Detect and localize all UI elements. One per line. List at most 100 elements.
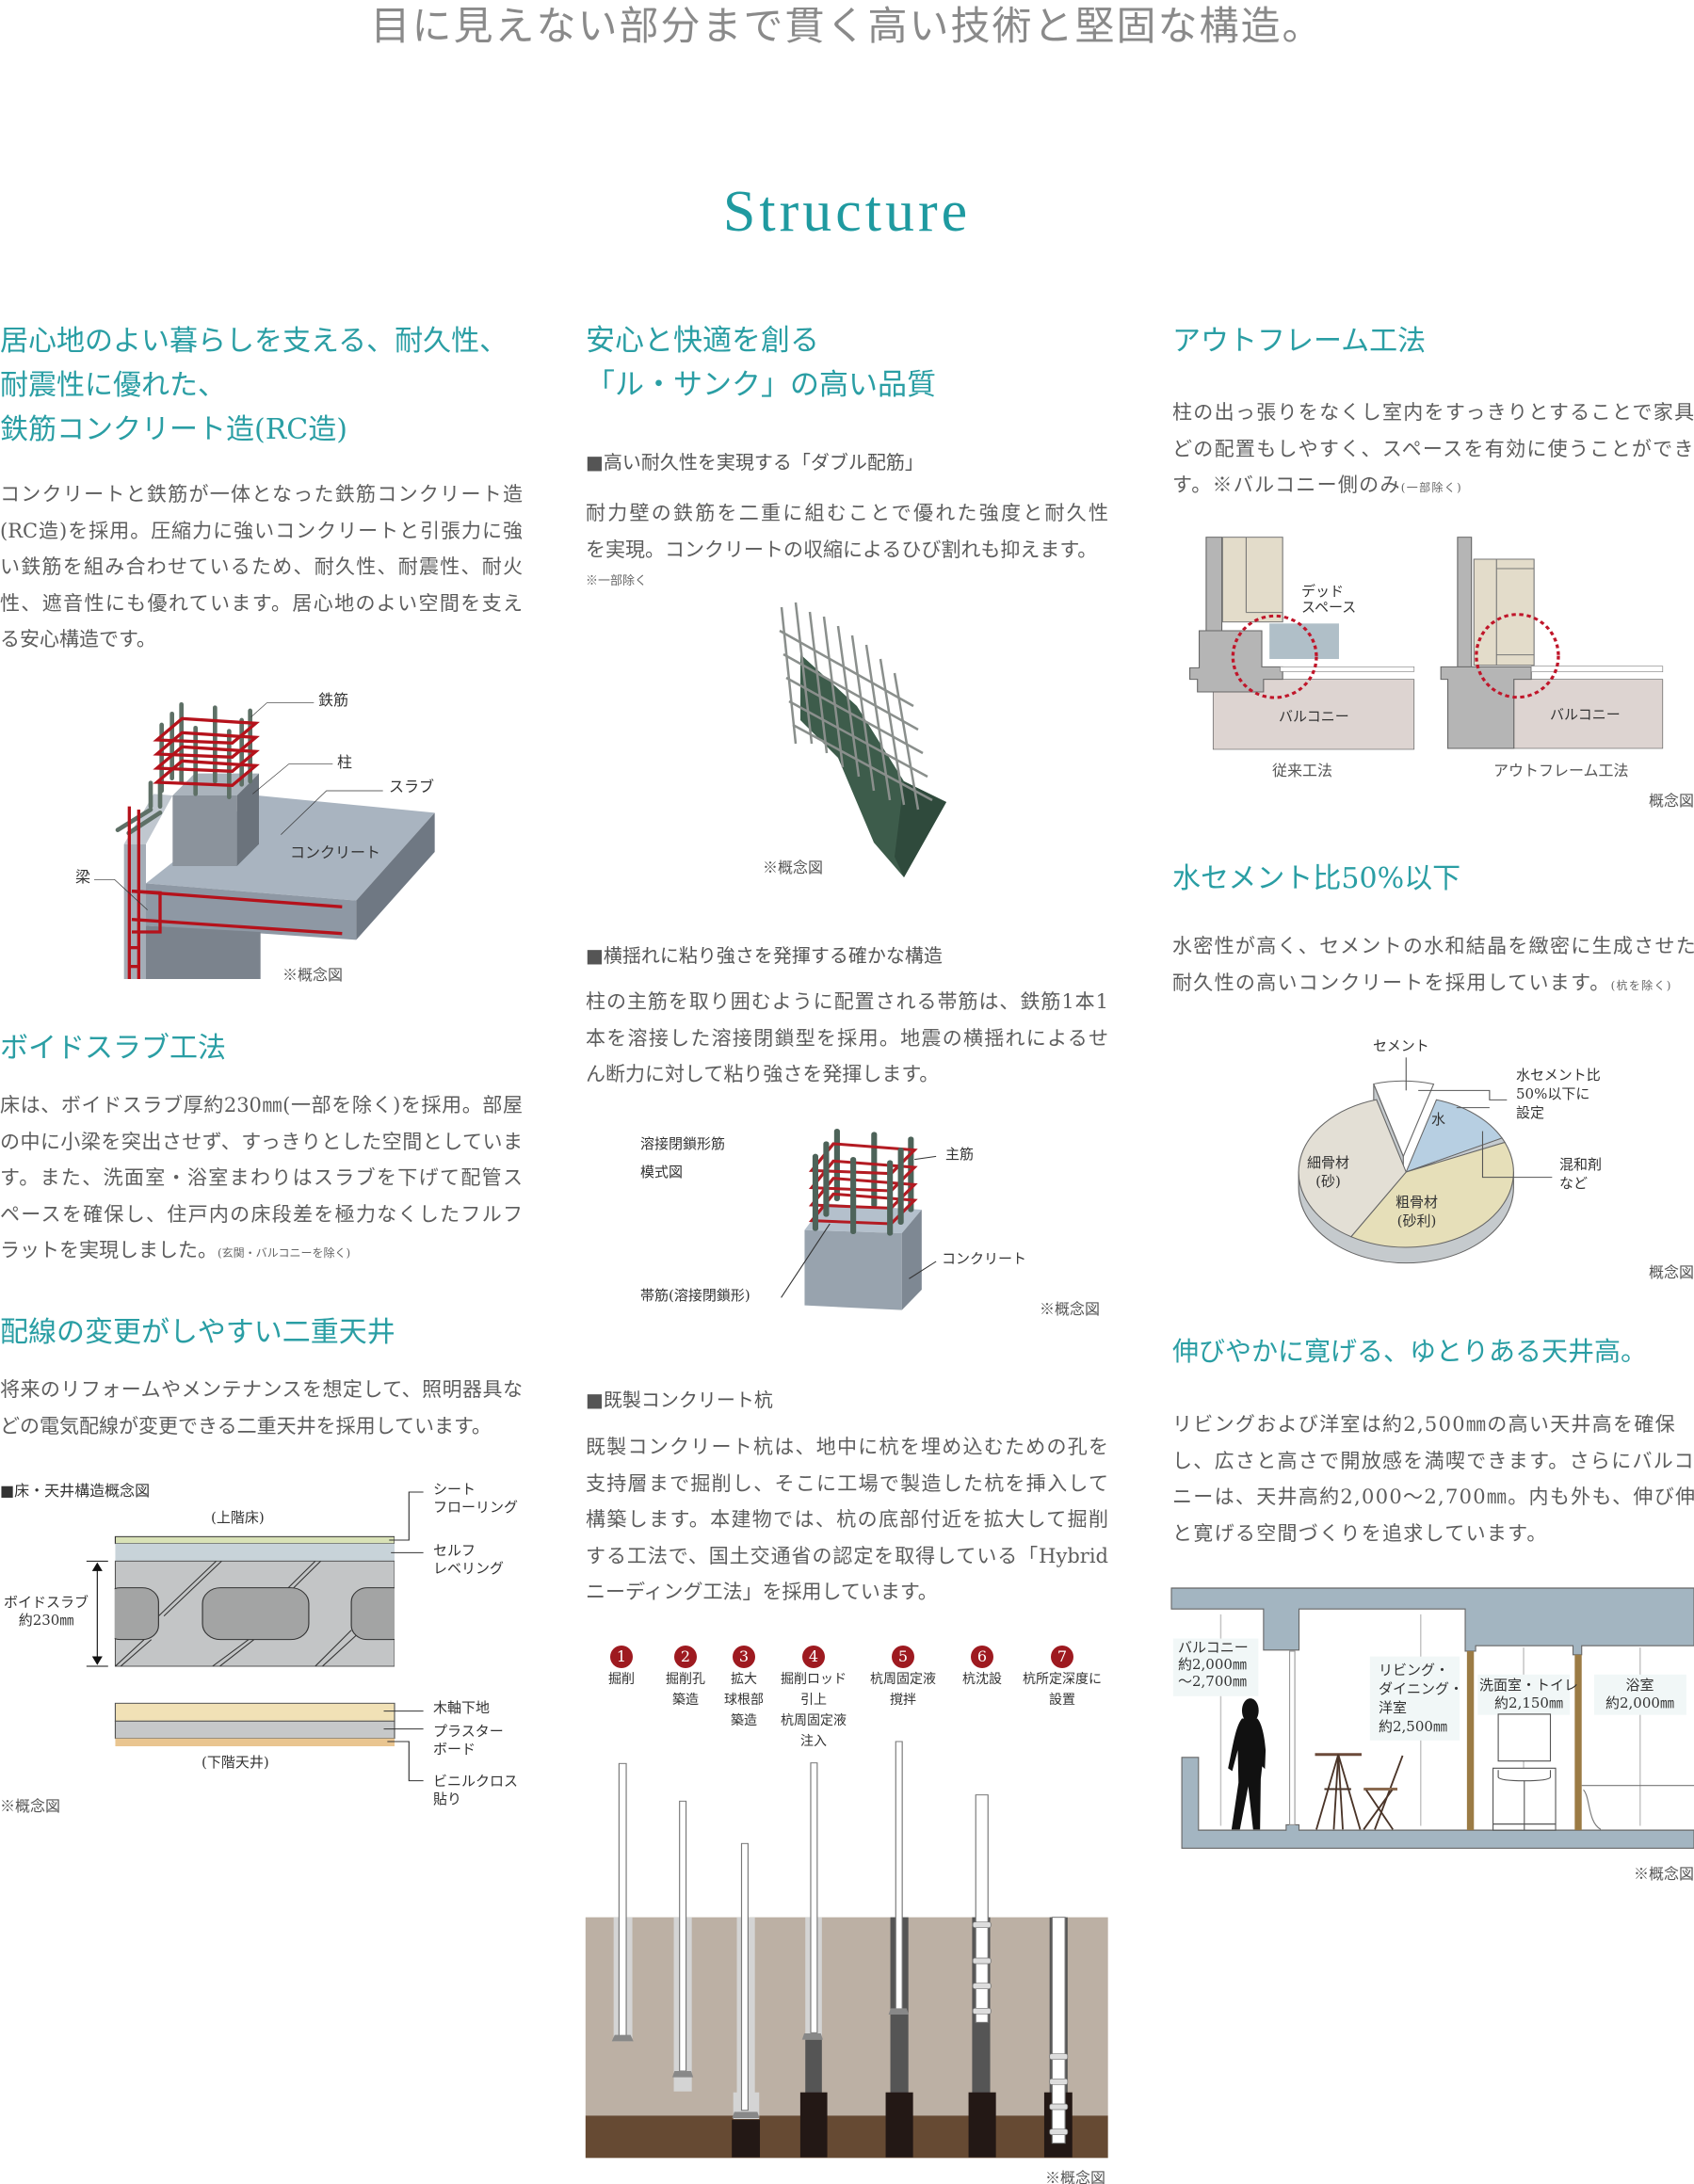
thickness-arrow <box>86 1560 108 1667</box>
step-label: 撹拌 <box>890 1693 916 1708</box>
self-leveling-layer <box>115 1543 395 1562</box>
plaster-board-layer <box>114 1720 395 1740</box>
step-label: 設置 <box>1049 1693 1075 1708</box>
pie-leader-lines <box>1405 1057 1553 1179</box>
text-line: セルフ <box>433 1542 476 1559</box>
pie-slice <box>1349 1141 1514 1248</box>
void-slab-body: 床は、ボイドスラブ厚約230㎜(一部を除く)を採用。部屋の中に小梁を突出させず、… <box>0 1087 523 1269</box>
outframe-method <box>1440 537 1664 749</box>
text-line: 性、遮音性にも優れています。居心地のよい空間を支え <box>0 591 523 615</box>
text-line: 約230㎜ <box>18 1612 74 1629</box>
step-label: 築造 <box>672 1693 699 1708</box>
label-outframe-method: アウトフレーム工法 <box>1493 762 1629 779</box>
text-line: ラットを実現しました。(玄関・バルコニーを除く) <box>0 1232 523 1269</box>
text-line: ニーは、天井高約2,000〜2,700㎜。内も外も、伸び伸び <box>1172 1485 1694 1508</box>
label-sheet-flooring: シートフローリング <box>433 1481 518 1517</box>
label-concrete: コンクリート <box>290 843 381 861</box>
wood-frame-layer <box>114 1702 395 1722</box>
wall <box>123 843 146 979</box>
void-slab-heading: ボイドスラブ工法 <box>0 1032 226 1065</box>
step-number-badge: 4 <box>802 1646 825 1668</box>
ceiling-height-body: リビングおよび洋室は約2,500㎜の高い天井高を確保し、広さと高さで開放感を満喫… <box>1172 1406 1694 1551</box>
label-self-leveling: セルフレベリング <box>433 1542 504 1578</box>
text-line: 約2,150㎜ <box>1494 1694 1563 1711</box>
text-line: 約2,000㎜ <box>1178 1656 1247 1673</box>
drill-bits <box>611 2008 910 2118</box>
text-line: フローリング <box>433 1499 519 1516</box>
text-line: の中に小梁を突出させず、すっきりとした空間としていま <box>0 1130 523 1153</box>
step-number-badge: 3 <box>733 1646 755 1668</box>
label-hoop: 帯筋(溶接閉鎖形) <box>640 1287 750 1304</box>
text-line: バルコニー <box>1178 1639 1249 1656</box>
text-line: リビング・ <box>1379 1662 1450 1678</box>
text-line-main: す。※バルコニー側のみ <box>1172 474 1401 496</box>
label-balcony-height: バルコニー約2,000㎜〜2,700㎜ <box>1178 1639 1249 1690</box>
hoop-subheading: ■横揺れに粘り強さを発揮する確かな構造 <box>586 944 943 967</box>
ceiling-height-heading: 伸びやかに寛げる、ゆとりある天井高。 <box>1172 1336 1648 1367</box>
person-silhouette <box>1228 1698 1266 1830</box>
label-vinyl-cloth: ビニルクロス貼り <box>433 1773 518 1808</box>
text-line: (RC造)を採用。圧縮力に強いコンクリートと引張力に強 <box>0 519 523 542</box>
text-line: 50%以下に <box>1516 1085 1590 1102</box>
welded-hoop-illustration <box>781 1129 937 1310</box>
text-line: 耐久性の高いコンクリートを採用しています。(杭を除く) <box>1172 965 1694 1002</box>
pie-slice <box>1298 1099 1407 1238</box>
step-label: 拡大 <box>731 1672 757 1687</box>
label-main-bar: 主筋 <box>945 1146 975 1163</box>
rc-body: コンクリートと鉄筋が一体となった鉄筋コンクリート造 (RC造)を採用。圧縮力に強い… <box>0 476 523 658</box>
ceiling-slab <box>1170 1587 1694 1656</box>
inline-note: (一部除く) <box>1400 481 1462 494</box>
step-label: 掘削ロッド <box>781 1672 847 1687</box>
wiring-body: 将来のリフォームやメンテナンスを想定して、照明器具などの電気配線が変更できる二重… <box>0 1372 523 1444</box>
label-void-slab: ボイドスラブ約230㎜ <box>4 1594 89 1630</box>
text-line: 洋室 <box>1379 1699 1408 1716</box>
slab-side <box>356 812 435 940</box>
quality-heading: 安心と快適を創る「ル・サンク」の高い品質 <box>586 319 936 408</box>
water-cement-heading: 水セメント比50%以下 <box>1172 862 1461 895</box>
text-line-main: ラットを実現しました。 <box>0 1239 218 1261</box>
floor-slab <box>1181 1757 1694 1849</box>
text-line: 本を溶接した溶接閉鎖型を採用。地震の横揺れによるせ <box>586 1026 1108 1050</box>
pie-slice <box>1373 1080 1435 1158</box>
text-line: する工法で、国土交通省の認定を取得している「Hybrid <box>586 1544 1108 1567</box>
step-label: 杭沈設 <box>962 1672 1002 1687</box>
inline-note: (杭を除く) <box>1610 978 1672 992</box>
text-line: (砂) <box>1315 1173 1341 1190</box>
text-line: 粗骨材 <box>1396 1194 1439 1211</box>
inline-note: (玄関・バルコニーを除く) <box>218 1246 351 1260</box>
text-line: ペースを確保し、住戸内の床段差を極力なくしたフルフ <box>0 1202 523 1226</box>
text-line: ビニルクロス <box>433 1773 519 1790</box>
text-line: し、広さと高さで開放感を満喫できます。さらにバルコ <box>1172 1449 1694 1472</box>
step-label: 杭周固定液 <box>781 1713 847 1728</box>
step-label: 杭周固定液 <box>870 1672 936 1687</box>
step-number-badge: 6 <box>971 1646 993 1668</box>
drill-rods <box>618 1741 1066 2144</box>
label-fine-aggregate: 細骨材(砂) <box>1307 1153 1349 1191</box>
label-admixture: 混和剤など <box>1559 1155 1602 1193</box>
conventional-method <box>1189 537 1415 750</box>
text-line: 設定 <box>1516 1104 1545 1121</box>
lower-column <box>146 925 261 979</box>
text-line: 耐震性に優れた、 <box>0 369 226 402</box>
column <box>1574 1654 1582 1831</box>
vinyl-cloth-layer <box>115 1738 395 1746</box>
double-rebar-body: 耐力壁の鉄筋を二重に組むことで優れた強度と耐久性を実現。コンクリートの収縮による… <box>586 495 1108 568</box>
pile-construction-diagram <box>585 1741 1108 2159</box>
outframe-figure-note: 概念図 <box>1648 792 1694 810</box>
leader-lines <box>383 1491 424 1782</box>
label-living-height: リビング・ダイニング・洋室約2,500㎜ <box>1379 1661 1463 1736</box>
label-plaster-board: プラスターボード <box>433 1723 504 1758</box>
text-line: い鉄筋を組み合わせているため、耐久性、耐震性、耐火 <box>0 555 523 578</box>
label-column: 柱 <box>337 753 353 771</box>
text-line: ボード <box>433 1741 476 1758</box>
text-line: 模式図 <box>640 1164 684 1180</box>
label-rebar: 鉄筋 <box>318 691 349 709</box>
text-line: る安心構造です。 <box>0 628 156 650</box>
text-line: コンクリートと鉄筋が一体となった鉄筋コンクリート造 <box>0 483 523 506</box>
chair <box>1363 1755 1404 1830</box>
text-line: 溶接閉鎖形筋 <box>640 1135 726 1152</box>
text-line: ボイドスラブ <box>4 1594 89 1611</box>
text-line: ん断力に対して粘り強さを発揮します。 <box>586 1063 940 1085</box>
